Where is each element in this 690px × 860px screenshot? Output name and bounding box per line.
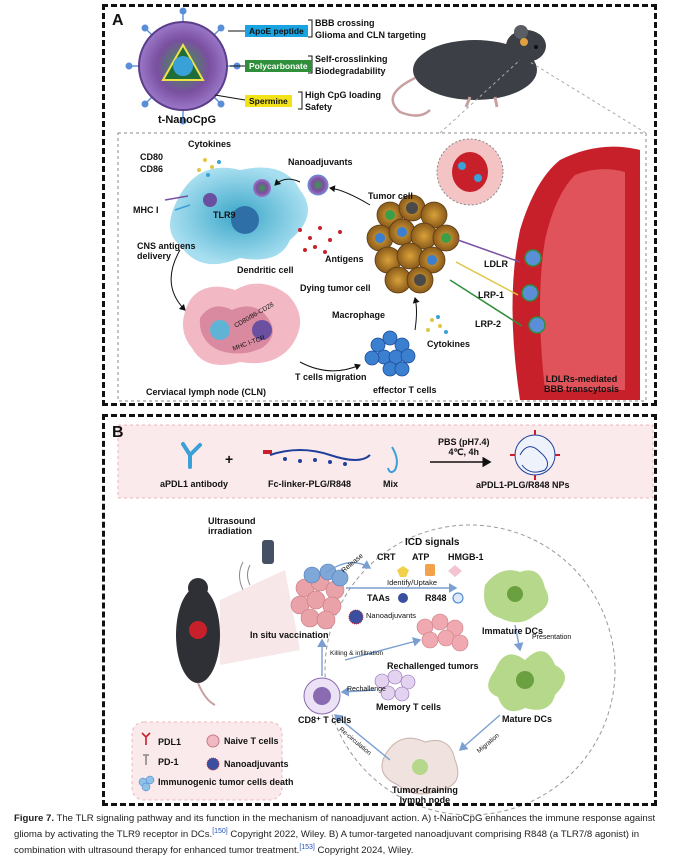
caption-figure: Figure 7. bbox=[14, 813, 54, 824]
immunogenic-death-icon bbox=[138, 775, 155, 792]
cln-label: Cerviacal lymph node (CLN) bbox=[146, 387, 267, 397]
memory-tcells-icon bbox=[374, 669, 416, 702]
pdl1-icon bbox=[141, 732, 151, 745]
caption-text3: Copyright 2024, Wiley. bbox=[314, 845, 414, 857]
mhc-label: MHC I bbox=[133, 205, 159, 215]
feature-biodeg: Biodegradability bbox=[315, 66, 386, 76]
cd80-label: CD80 bbox=[140, 152, 164, 162]
product-label: aPDL1-PLG/R848 NPs bbox=[476, 480, 570, 490]
legend-icd: Immunogenic tumor cells death bbox=[158, 777, 294, 787]
feature-bbb: BBB crossing bbox=[315, 18, 375, 28]
legend-nanoadj: Nanoadjuvants bbox=[224, 759, 289, 769]
icd-label: ICD signals bbox=[405, 537, 460, 548]
dendritic-label: Dendritic cell bbox=[237, 265, 294, 275]
linker-label: Fc-linker-PLG/R848 bbox=[268, 479, 352, 489]
hmgb-label: HMGB-1 bbox=[448, 552, 484, 562]
mature-label: Mature DCs bbox=[502, 714, 553, 724]
rechallenge-label: Rechallenge bbox=[347, 686, 386, 693]
rechallenged-tumor-icon bbox=[416, 613, 469, 652]
legend-pd1: PD-1 bbox=[158, 757, 179, 767]
macrophage-label: Macrophage bbox=[332, 310, 386, 320]
conditions-label: PBS (pH7.4) 4℃, 4h bbox=[438, 437, 490, 457]
insitu-tumor-icon bbox=[290, 563, 349, 630]
immature-dc-icon bbox=[484, 570, 549, 623]
antigens-label: Antigens bbox=[325, 254, 364, 264]
nanoadjuvants-label: Nanoadjuvants bbox=[288, 157, 353, 167]
dying-label: Dying tumor cell bbox=[300, 283, 371, 293]
legend-naive: Naive T cells bbox=[224, 736, 279, 746]
rechallenged-label: Rechallenged tumors bbox=[387, 661, 479, 671]
linker-polymer-icon bbox=[263, 449, 371, 466]
mouse-icon bbox=[391, 25, 546, 117]
caption-text1: The TLR signaling pathway and its functi… bbox=[14, 813, 656, 841]
tumor-cluster-icon bbox=[366, 194, 460, 294]
cd86-label: CD86 bbox=[140, 164, 164, 174]
ldlr-label: LDLR bbox=[484, 259, 508, 269]
insitu-label: In situ vaccination bbox=[250, 630, 329, 640]
pd1-icon bbox=[143, 754, 149, 765]
cd8-tcell-icon bbox=[303, 677, 341, 715]
spermine-tag: Spermine bbox=[245, 95, 292, 107]
effector-label: effector T cells bbox=[373, 385, 437, 395]
blood-vessel-icon bbox=[512, 146, 640, 400]
cns-label: CNS antigens delivery bbox=[137, 241, 196, 261]
draining-label: Tumor-draining lymph node bbox=[392, 785, 458, 805]
nanoadj-label: Nanoadjuvants bbox=[366, 611, 417, 620]
lymph-node-icon bbox=[182, 283, 301, 365]
draining-node-icon bbox=[381, 737, 459, 795]
caption-ref2[interactable]: [153] bbox=[299, 844, 315, 852]
mature-dc-icon bbox=[488, 651, 565, 712]
panel-b bbox=[102, 414, 657, 806]
ultrasound-label: Ultrasound irradiation bbox=[208, 516, 256, 536]
antibody-icon bbox=[181, 442, 202, 469]
mouse-b-icon bbox=[176, 578, 220, 706]
memory-label: Memory T cells bbox=[376, 702, 442, 712]
naive-tcell-icon bbox=[206, 734, 220, 748]
lrp2-label: LRP-2 bbox=[475, 319, 502, 329]
r848-label: R848 bbox=[425, 593, 447, 603]
atp-label: ATP bbox=[412, 552, 430, 562]
crt-label: CRT bbox=[377, 552, 396, 562]
mix-label: Mix bbox=[383, 479, 399, 489]
feature-safety: Safety bbox=[305, 102, 333, 112]
ultrasound-probe-icon bbox=[262, 540, 274, 564]
nanocpg-title: t-NanoCpG bbox=[158, 114, 217, 126]
figure-caption: Figure 7. The TLR signaling pathway and … bbox=[14, 812, 678, 857]
nanoadjuvant-icon bbox=[206, 757, 220, 771]
nanoparticle-icon bbox=[125, 7, 241, 125]
panel-b-label: B bbox=[112, 424, 124, 441]
feature-crosslink: Self-crosslinking bbox=[315, 54, 388, 64]
effector-tcells-icon bbox=[364, 330, 416, 377]
caption-text2: Copyright 2022, Wiley. B) A tumor-target… bbox=[14, 829, 640, 857]
np-product-icon bbox=[510, 430, 560, 480]
antibody-label: aPDL1 antibody bbox=[160, 479, 229, 489]
killing-label: Killing & infiltration bbox=[330, 650, 384, 657]
feature-glioma: Glioma and CLN targeting bbox=[315, 30, 427, 40]
bbb-label: LDLRs-mediated BBB transcytosis bbox=[544, 374, 620, 394]
apoe-tag: ApoE peptide bbox=[245, 25, 308, 37]
dendritic-cell-icon bbox=[170, 167, 308, 265]
caption-ref1[interactable]: [150] bbox=[212, 828, 228, 835]
cytokines-top: Cytokines bbox=[188, 139, 232, 149]
lrp1-label: LRP-1 bbox=[478, 290, 505, 300]
tcell-migration-label: T cells migration bbox=[295, 372, 367, 382]
panel-a-label: A bbox=[112, 12, 124, 29]
cytokines-bottom: Cytokines bbox=[427, 339, 471, 349]
polycarbonate-tag: Polycarbonate bbox=[245, 60, 312, 72]
feature-cpg: High CpG loading bbox=[305, 90, 381, 100]
cd8-label: CD8⁺ T cells bbox=[298, 715, 352, 725]
plus-sign: + bbox=[225, 451, 234, 467]
presentation-label: Presentation bbox=[532, 634, 572, 641]
taas-label: TAAs bbox=[367, 593, 390, 603]
tlr9-label: TLR9 bbox=[213, 210, 236, 220]
identify-label: Identify/Uptake bbox=[387, 578, 438, 587]
legend-pdl1: PDL1 bbox=[158, 737, 182, 747]
tumor-cell-label: Tumor cell bbox=[368, 191, 413, 201]
immature-label: Immature DCs bbox=[482, 626, 544, 636]
